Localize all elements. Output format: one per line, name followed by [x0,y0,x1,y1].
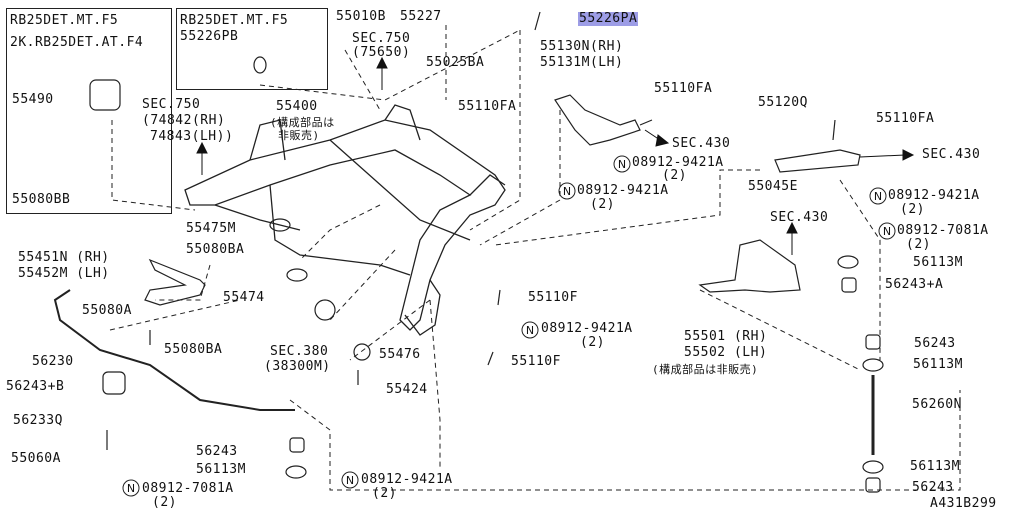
part-56113M-d[interactable]: 56113M [910,459,960,474]
nut-08912-7081A-1-qty: (2) [906,237,931,252]
part-55110F-b[interactable]: 55110F [511,354,561,369]
sec-750-a-sub: (75650) [352,45,411,60]
part-56230[interactable]: 56230 [32,354,74,369]
part-55501[interactable]: 55501 (RH) [684,329,768,344]
part-55060A[interactable]: 55060A [11,451,61,466]
sec-750-a[interactable]: SEC.750 [352,31,411,46]
part-55045E[interactable]: 55045E [748,179,798,194]
part-55131M[interactable]: 55131M(LH) [540,55,624,70]
part-56243-a[interactable]: 56243 [914,336,956,351]
sec-430-c[interactable]: SEC.430 [770,210,829,225]
part-55400[interactable]: 55400 [276,99,318,114]
nut-08912-9421A-3-qty: (2) [900,202,925,217]
part-55474[interactable]: 55474 [223,290,265,305]
svg-text:N: N [883,225,891,238]
part-55400-note2: 非販売) [278,129,320,142]
svg-text:N: N [127,482,135,495]
part-55501-note: (構成部品は非販売) [652,363,759,376]
part-55227[interactable]: 55227 [400,9,442,24]
nut-08912-9421A-4[interactable]: 08912-9421A [541,321,633,336]
nut-08912-7081A-1[interactable]: 08912-7081A [897,223,989,238]
part-55424[interactable]: 55424 [386,382,428,397]
part-56243-c[interactable]: 56243 [912,480,954,495]
part-55502[interactable]: 55502 (LH) [684,345,768,360]
part-56260N[interactable]: 56260N [912,397,962,412]
variant-box-left [6,8,172,214]
svg-text:N: N [346,474,354,487]
part-55010B[interactable]: 55010B [336,9,386,24]
sec-430-b[interactable]: SEC.430 [922,147,981,162]
part-55451N[interactable]: 55451N (RH) [18,250,110,265]
part-56243-b[interactable]: 56243 [196,444,238,459]
part-55475M[interactable]: 55475M [186,221,236,236]
nut-08912-9421A-2[interactable]: 08912-9421A [577,183,669,198]
sec-380[interactable]: SEC.380 [270,344,329,359]
sec-750-b[interactable]: SEC.750 [142,97,201,112]
part-55080BA-b[interactable]: 55080BA [164,342,223,357]
part-55110F-a[interactable]: 55110F [528,290,578,305]
nut-08912-9421A-5-qty: (2) [372,486,397,501]
svg-text:N: N [526,324,534,337]
diagram-id: A431B299 [930,496,997,510]
nut-08912-9421A-2-qty: (2) [590,197,615,212]
part-56113M-b[interactable]: 56113M [913,357,963,372]
nut-08912-9421A-5[interactable]: 08912-9421A [361,472,453,487]
box-mid-line1: RB25DET.MT.F5 [180,13,289,28]
nut-08912-9421A-3[interactable]: 08912-9421A [888,188,980,203]
part-55452M[interactable]: 55452M (LH) [18,266,110,281]
sec-380-sub: (38300M) [264,359,331,374]
part-55400-note1: (構成部品は [270,116,335,129]
nut-08912-9421A-1[interactable]: 08912-9421A [632,155,724,170]
nut-08912-9421A-1-qty: (2) [662,168,687,183]
svg-text:N: N [618,158,626,171]
part-55080A[interactable]: 55080A [82,303,132,318]
box-left-line1: RB25DET.MT.F5 [10,13,119,28]
nut-08912-7081A-2-qty: (2) [152,495,177,510]
sec-750-b-line2: 74843(LH)) [150,129,234,144]
part-55110FA-a[interactable]: 55110FA [458,99,517,114]
part-55080BA-a[interactable]: 55080BA [186,242,245,257]
sec-430-a[interactable]: SEC.430 [672,136,731,151]
part-56113M-c[interactable]: 56113M [196,462,246,477]
box-left-line2: 2K.RB25DET.AT.F4 [10,35,144,50]
part-55476[interactable]: 55476 [379,347,421,362]
part-55130N[interactable]: 55130N(RH) [540,39,624,54]
part-55110FA-b[interactable]: 55110FA [654,81,713,96]
part-56243A[interactable]: 56243+A [885,277,944,292]
part-55120Q[interactable]: 55120Q [758,95,808,110]
part-56233Q[interactable]: 56233Q [13,413,63,428]
part-55080BB[interactable]: 55080BB [12,192,71,207]
svg-text:N: N [874,190,882,203]
part-55490[interactable]: 55490 [12,92,54,107]
part-55226PA[interactable]: 55226PA [578,11,639,26]
variant-box-mid [176,8,328,90]
nut-08912-7081A-2[interactable]: 08912-7081A [142,481,234,496]
part-56243B[interactable]: 56243+B [6,379,65,394]
part-56113M-a[interactable]: 56113M [913,255,963,270]
part-55025BA[interactable]: 55025BA [426,55,485,70]
sec-750-b-line1: (74842(RH) [142,113,226,128]
nut-08912-9421A-4-qty: (2) [580,335,605,350]
svg-text:N: N [563,185,571,198]
part-55110FA-c[interactable]: 55110FA [876,111,935,126]
part-55226PB[interactable]: 55226PB [180,29,239,44]
